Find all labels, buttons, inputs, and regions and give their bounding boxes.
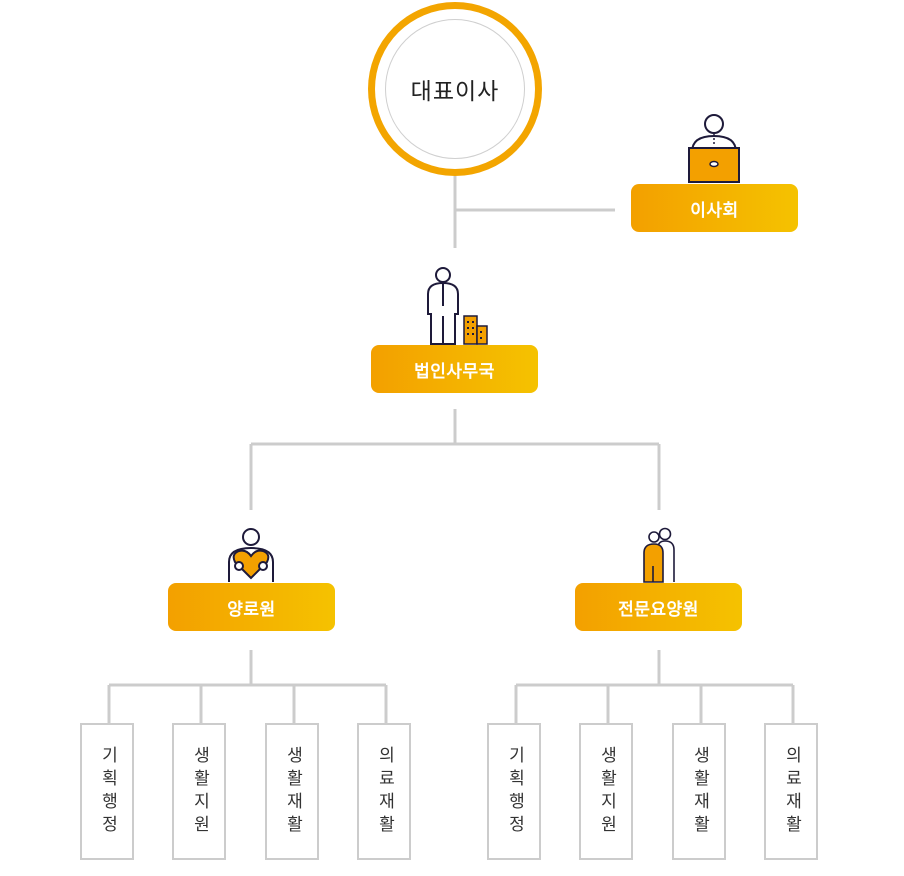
department-box: 생활지원 — [579, 723, 633, 860]
board-label: 이사회 — [690, 200, 739, 221]
department-box: 의료재활 — [357, 723, 411, 860]
department-label: 생활지원 — [596, 745, 617, 838]
caregiver-elder-icon — [643, 527, 675, 583]
department-box: 기획행정 — [487, 723, 541, 860]
department-label: 의료재활 — [781, 745, 802, 838]
department-box: 의료재활 — [764, 723, 818, 860]
division-label-1: 양로원 — [227, 599, 276, 620]
division-label-2: 전문요양원 — [618, 599, 699, 620]
department-label: 기획행정 — [97, 745, 118, 838]
person-laptop-icon — [688, 114, 740, 183]
office-label: 법인사무국 — [414, 361, 495, 382]
department-box: 생활지원 — [172, 723, 226, 860]
businessman-buildings-icon — [427, 267, 488, 345]
department-label: 생활재활 — [282, 745, 303, 838]
ceo-node: 대표이사 — [368, 2, 542, 176]
office-box: 법인사무국 — [371, 345, 538, 393]
department-label: 기획행정 — [504, 745, 525, 838]
ceo-label: 대표이사 — [410, 79, 500, 105]
department-label: 생활지원 — [189, 745, 210, 838]
department-box: 생활재활 — [265, 723, 319, 860]
department-box: 기획행정 — [80, 723, 134, 860]
department-box: 생활재활 — [672, 723, 726, 860]
department-label: 의료재활 — [374, 745, 395, 838]
division-box-2: 전문요양원 — [575, 583, 742, 631]
board-box: 이사회 — [631, 184, 798, 232]
department-label: 생활재활 — [689, 745, 710, 838]
division-box-1: 양로원 — [168, 583, 335, 631]
person-heart-icon — [228, 528, 274, 582]
